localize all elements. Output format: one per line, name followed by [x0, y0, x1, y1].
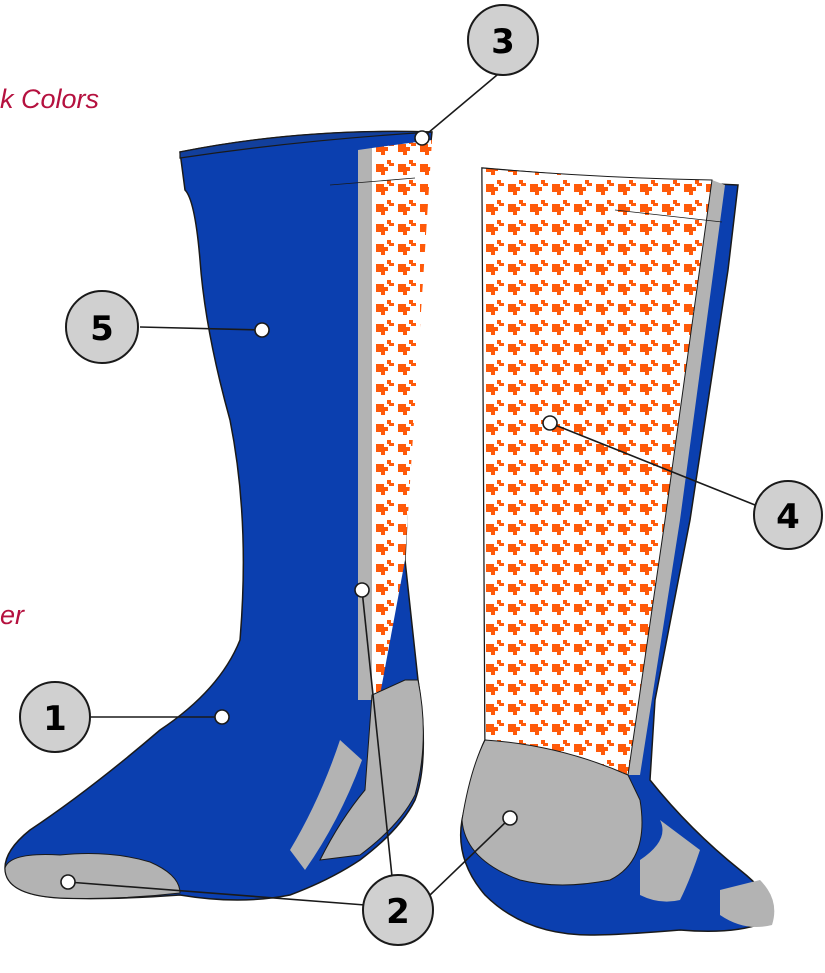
callout-label-2: 2 — [386, 892, 410, 932]
anchor-dot-2-heel — [503, 811, 517, 825]
anchor-dot-4 — [543, 416, 557, 430]
caption-side: er — [0, 600, 25, 630]
callout-badge-5: 5 — [66, 291, 138, 363]
callout-badge-4: 4 — [754, 481, 822, 549]
anchor-dot-3 — [415, 131, 429, 145]
left-sock — [5, 131, 432, 900]
anchor-dot-1 — [215, 710, 229, 724]
callout-label-3: 3 — [491, 22, 515, 62]
anchor-dot-2-toe — [61, 875, 75, 889]
callout-label-5: 5 — [90, 309, 114, 349]
callout-badge-1: 1 — [20, 682, 90, 752]
callout-label-4: 4 — [776, 497, 800, 537]
callout-label-1: 1 — [43, 699, 67, 739]
anchor-dot-5 — [255, 323, 269, 337]
callout-badge-3: 3 — [468, 5, 538, 75]
callout-badge-2: 2 — [363, 875, 433, 945]
anchor-dot-2-stripe — [355, 583, 369, 597]
caption-top: k Colors — [0, 84, 99, 114]
leader-3 — [422, 70, 503, 138]
